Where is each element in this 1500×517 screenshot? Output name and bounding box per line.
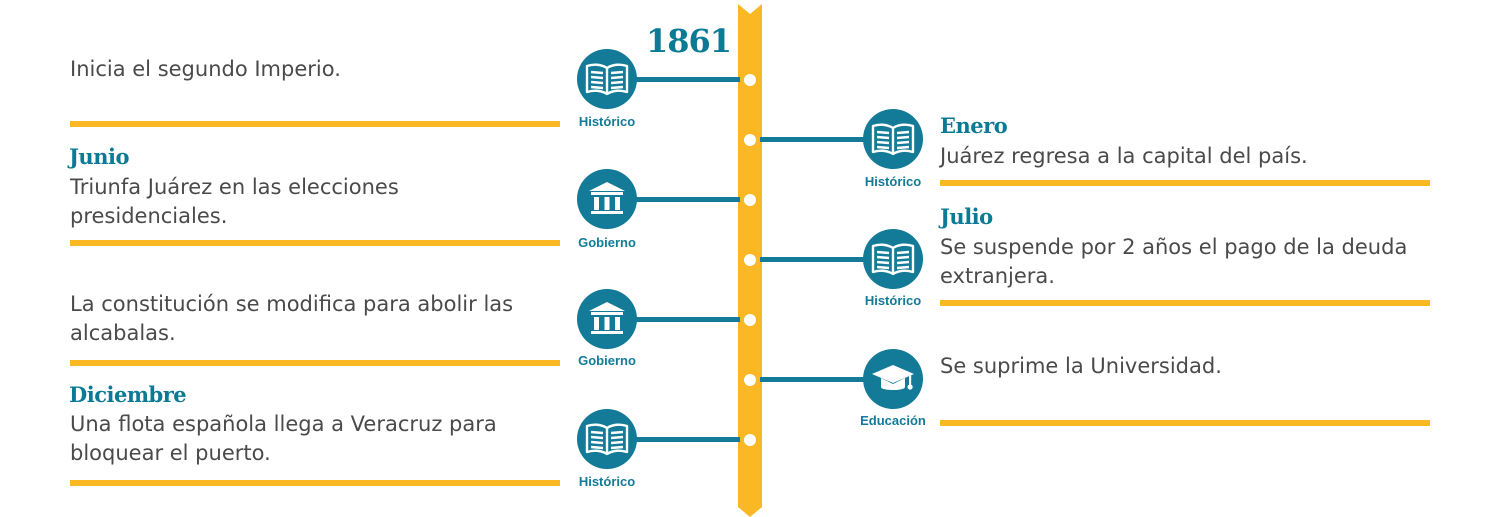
book-icon <box>585 423 629 456</box>
event-category: Gobierno <box>578 353 636 368</box>
government-building-icon <box>589 302 625 334</box>
event-underline <box>940 180 1430 186</box>
event-underline <box>70 360 560 366</box>
book-icon <box>871 243 915 276</box>
event-underline <box>940 420 1430 426</box>
graduation-cap-icon <box>872 365 914 390</box>
event-category: Histórico <box>578 114 636 129</box>
event-icon-badge <box>577 169 637 229</box>
event-connector <box>760 377 864 382</box>
book-icon <box>585 63 629 96</box>
year-heading: 1861 <box>646 22 732 60</box>
event-icon-badge <box>863 229 923 289</box>
event-icon-badge <box>577 409 637 469</box>
timeline-dot <box>744 434 756 446</box>
timeline-dot <box>744 254 756 266</box>
event-month: Diciembre <box>69 382 187 407</box>
event-underline <box>940 300 1430 306</box>
event-icon-badge <box>577 49 637 109</box>
timeline-dot <box>744 374 756 386</box>
event-text: Una flota española llega a Veracruz para… <box>70 412 497 465</box>
event-connector <box>760 137 864 142</box>
event-icon-badge <box>863 109 923 169</box>
event-connector <box>636 197 740 202</box>
timeline-dot <box>744 314 756 326</box>
event-month: Enero <box>940 113 1008 138</box>
timeline-dot <box>744 74 756 86</box>
event-category: Gobierno <box>578 235 636 250</box>
event-category: Histórico <box>578 474 636 489</box>
event-text: Inicia el segundo Imperio. <box>70 57 341 81</box>
event-text: Se suspende por 2 años el pago de la deu… <box>940 235 1408 288</box>
government-building-icon <box>589 182 625 214</box>
event-underline <box>70 121 560 127</box>
event-connector <box>760 257 864 262</box>
event-connector <box>636 317 740 322</box>
event-icon-badge <box>577 289 637 349</box>
book-icon <box>871 123 915 156</box>
timeline-dot <box>744 194 756 206</box>
event-month: Julio <box>940 204 993 229</box>
event-underline <box>70 480 560 486</box>
event-text: Juárez regresa a la capital del país. <box>940 144 1308 168</box>
timeline-dot <box>744 134 756 146</box>
event-category: Histórico <box>864 293 922 308</box>
event-category: Educación <box>860 413 926 428</box>
event-text: Triunfa Juárez en las elecciones preside… <box>70 175 399 228</box>
event-month: Junio <box>69 144 129 169</box>
event-icon-badge <box>863 349 923 409</box>
event-text: La constitución se modifica para abolir … <box>70 292 514 345</box>
event-text: Se suprime la Universidad. <box>940 354 1222 378</box>
event-connector <box>636 77 740 82</box>
event-connector <box>636 437 740 442</box>
event-underline <box>70 240 560 246</box>
event-category: Histórico <box>864 174 922 189</box>
